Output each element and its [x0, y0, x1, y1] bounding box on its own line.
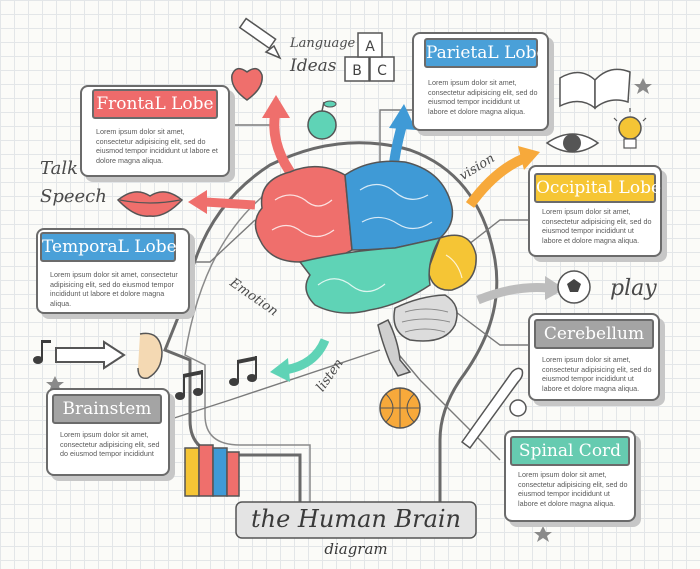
brain — [254, 160, 477, 377]
abc-blocks-icon: A B C — [344, 32, 395, 82]
brainstem-header: Brainstem — [52, 394, 162, 424]
parietal-lobe-card: ParietaL Lobe Lorem ipsum dolor sit amet… — [412, 32, 549, 131]
double-note-icon — [175, 356, 257, 400]
cerebellum-card: Cerebellum Lorem ipsum dolor sit amet, c… — [528, 313, 660, 401]
temporal-lobe-text: Lorem ipsum dolor sit amet, consectetur … — [50, 270, 178, 308]
frontal-lobe-card: FrontaL Lobe Lorem ipsum dolor sit amet,… — [80, 85, 230, 177]
speech-label: Speech — [40, 186, 107, 207]
heart-icon — [231, 67, 263, 101]
play-label: play — [610, 276, 657, 301]
basketball-icon — [379, 387, 421, 429]
listen-arrow — [270, 338, 330, 382]
occipital-lobe-region — [427, 234, 477, 291]
lightbulb-icon — [613, 108, 647, 149]
language-label: Language — [290, 36, 356, 51]
frontal-lobe-header: FrontaL Lobe — [92, 89, 218, 119]
spinal-cord-header: Spinal Cord — [510, 436, 630, 466]
block-letter-b: B — [352, 63, 362, 79]
speech-arrow — [188, 190, 256, 214]
occipital-lobe-title: Occipital Lobe — [536, 178, 662, 198]
music-note-icon — [33, 340, 51, 364]
brainstem-text: Lorem ipsum dolor sit amet, consectetur … — [60, 430, 160, 458]
pencil-icon — [238, 17, 282, 60]
lips-icon — [116, 191, 184, 217]
title-banner — [235, 501, 477, 539]
play-arrow — [476, 276, 565, 305]
frontal-lobe-region — [254, 166, 353, 264]
parietal-lobe-header: ParietaL Lobe — [424, 38, 547, 68]
cerebellum-text: Lorem ipsum dolor sit amet, consectetur … — [542, 355, 652, 393]
books-icon — [184, 444, 240, 497]
head-inner-outline — [184, 179, 311, 505]
eye-icon — [545, 133, 600, 153]
temporal-lobe-card: TemporaL Lobe Lorem ipsum dolor sit amet… — [36, 228, 190, 314]
sound-arrow — [55, 340, 126, 370]
open-book-icon — [559, 68, 631, 110]
occipital-lobe-text: Lorem ipsum dolor sit amet, consectetur … — [542, 207, 652, 245]
spinal-cord-text: Lorem ipsum dolor sit amet, consectetur … — [518, 470, 628, 508]
baseball-bat-icon — [460, 367, 527, 450]
occipital-lobe-card: Occipital Lobe Lorem ipsum dolor sit ame… — [528, 165, 662, 257]
parietal-lobe-title: ParietaL Lobe — [426, 43, 547, 63]
occipital-lobe-header: Occipital Lobe — [534, 173, 661, 203]
cerebellum-region — [393, 294, 458, 342]
temporal-lobe-region — [298, 236, 442, 314]
ear-icon — [137, 332, 163, 380]
brainstem-card: Brainstem Lorem ipsum dolor sit amet, co… — [46, 388, 170, 476]
spinal-cord-title: Spinal Cord — [518, 441, 622, 461]
ideas-label: Ideas — [290, 56, 337, 76]
brainstem-region — [377, 318, 412, 377]
parietal-lobe-text: Lorem ipsum dolor sit amet, consectetur … — [428, 78, 538, 116]
spinal-cord-card: Spinal Cord Lorem ipsum dolor sit amet, … — [504, 430, 636, 522]
parietal-lobe-region — [344, 160, 454, 251]
talk-label: Talk — [40, 158, 79, 179]
brainstem-title: Brainstem — [62, 399, 152, 419]
diagram-title: the Human Brain — [250, 505, 462, 533]
frontal-lobe-text: Lorem ipsum dolor sit amet, consectetur … — [96, 127, 218, 165]
block-letter-a: A — [365, 39, 375, 55]
vision-arrow — [465, 146, 540, 208]
head-outline — [163, 141, 499, 520]
temporal-lobe-title: TemporaL Lobe — [42, 237, 177, 257]
block-letter-c: C — [377, 63, 387, 79]
cerebellum-title: Cerebellum — [543, 324, 645, 344]
frontal-lobe-title: FrontaL Lobe — [96, 94, 214, 114]
temporal-lobe-header: TemporaL Lobe — [40, 232, 177, 262]
apple-icon — [307, 100, 337, 140]
soccer-ball-icon — [557, 270, 591, 304]
cerebellum-header: Cerebellum — [534, 319, 654, 349]
diagram-subtitle: diagram — [324, 540, 388, 558]
